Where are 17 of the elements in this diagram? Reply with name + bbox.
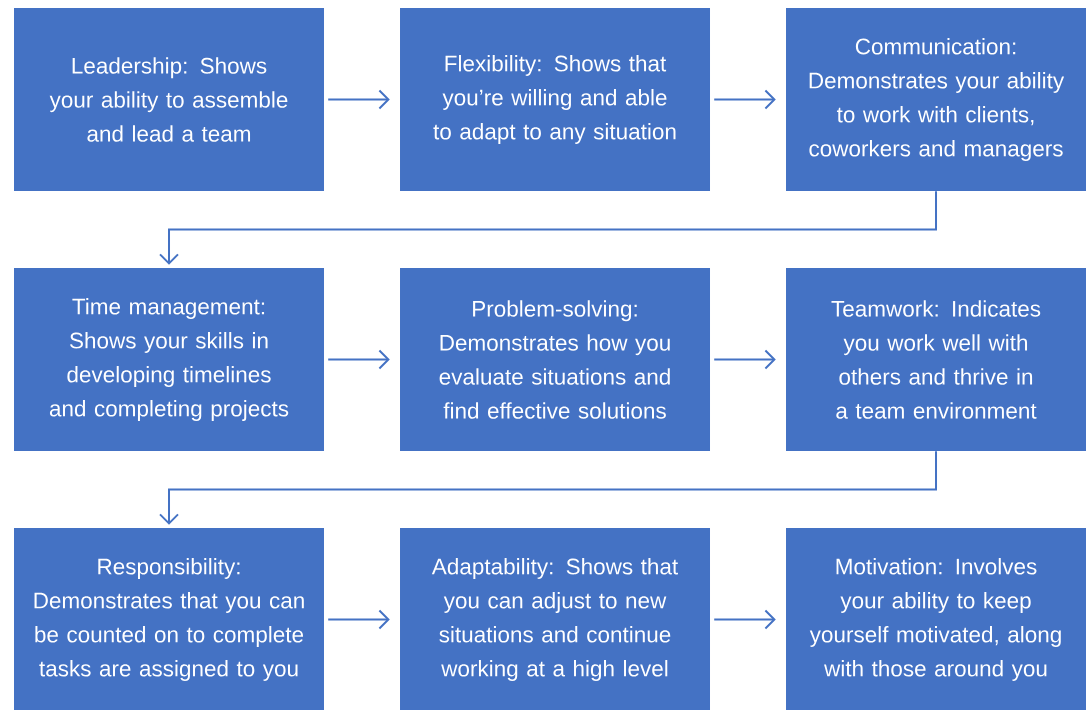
arrow bbox=[713, 349, 776, 370]
process-box: Time management: Shows your skills in developing timelines and completing projects bbox=[14, 268, 324, 451]
process-box: Leadership: Shows your ability to assemble and lead a team bbox=[14, 8, 324, 191]
process-box: Responsibility: Demonstrates that you can be counted on to complete tasks are assigned to you bbox=[14, 528, 324, 710]
process-box: Problem-solving: Demonstrates how you evaluate situations and find effective solutions bbox=[400, 268, 710, 451]
arrow bbox=[327, 349, 390, 370]
arrow bbox=[327, 89, 390, 110]
arrow bbox=[713, 89, 776, 110]
process-box: Teamwork: Indicates you work well with others and thrive in a team environment bbox=[786, 268, 1086, 451]
process-box: Flexibility: Shows that you’re willing and able to adapt to any situation bbox=[400, 8, 710, 191]
process-box: Communication: Demonstrates your ability to work with clients, coworkers and managers bbox=[786, 8, 1086, 191]
arrow bbox=[327, 609, 390, 630]
process-box: Adaptability: Shows that you can adjust to new situations and continue working at a high level bbox=[400, 528, 710, 710]
arrow bbox=[159, 450, 937, 525]
process-box: Motivation: Involves your ability to keep yourself motivated, along with those around you bbox=[786, 528, 1086, 710]
arrow bbox=[159, 190, 937, 265]
arrow bbox=[713, 609, 776, 630]
